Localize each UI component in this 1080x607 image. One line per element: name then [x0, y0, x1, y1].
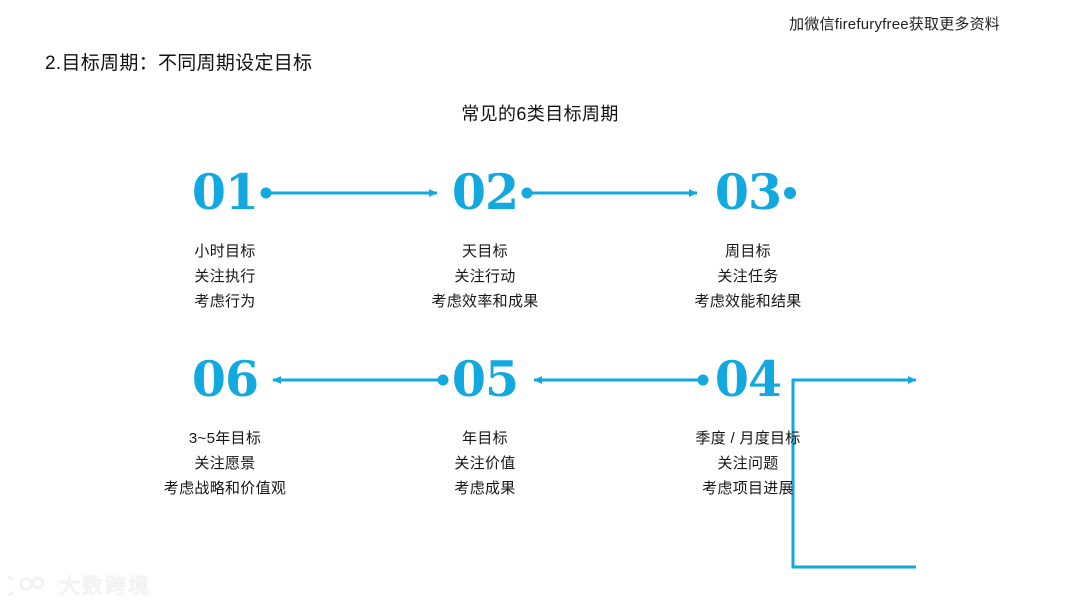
- step-03-line-3: 考虑效能和结果: [694, 293, 802, 310]
- step-03-description: 周目标 关注任务 考虑效能和结果: [618, 239, 878, 314]
- step-04-line-3: 考虑项目进展: [702, 480, 794, 497]
- step-06-number: 06: [191, 349, 259, 408]
- step-05-line-2: 关注价值: [454, 455, 516, 472]
- step-05-number: 05: [451, 349, 519, 408]
- step-01[interactable]: 01 小时目标 关注执行 考虑行为: [95, 167, 355, 314]
- page-title: 2.目标周期：不同周期设定目标: [45, 53, 313, 74]
- watermark-bottom-left: 大数跨境: [0, 573, 151, 599]
- page-subtitle: 常见的6类目标周期: [461, 104, 619, 124]
- step-02-line-1: 天目标: [462, 243, 508, 260]
- brand-logo-text: 大数跨境: [59, 574, 151, 598]
- step-02-description: 天目标 关注行动 考虑效率和成果: [355, 239, 615, 314]
- step-01-line-1: 小时目标: [194, 243, 256, 260]
- step-06-description: 3~5年目标 关注愿景 考虑战略和价值观: [95, 426, 355, 501]
- step-03-number: 03: [714, 162, 782, 221]
- step-01-line-2: 关注执行: [194, 268, 256, 285]
- step-06-line-2: 关注愿景: [194, 455, 256, 472]
- step-05-line-3: 考虑成果: [454, 480, 516, 497]
- step-04[interactable]: 04 季度 / 月度目标 关注问题 考虑项目进展: [618, 354, 878, 501]
- step-05[interactable]: 05 年目标 关注价值 考虑成果: [355, 354, 615, 501]
- step-04-line-1: 季度 / 月度目标: [695, 430, 801, 447]
- brand-logo-icon: [0, 573, 52, 599]
- step-02-line-2: 关注行动: [454, 268, 516, 285]
- step-06[interactable]: 06 3~5年目标 关注愿景 考虑战略和价值观: [95, 354, 355, 501]
- step-03-line-1: 周目标: [725, 243, 771, 260]
- step-01-number: 01: [191, 162, 259, 221]
- step-01-line-3: 考虑行为: [194, 293, 256, 310]
- step-05-line-1: 年目标: [462, 430, 508, 447]
- step-03-line-2: 关注任务: [717, 268, 779, 285]
- step-02-line-3: 考虑效率和成果: [431, 293, 539, 310]
- step-06-line-3: 考虑战略和价值观: [163, 480, 287, 497]
- step-04-line-2: 关注问题: [717, 455, 779, 472]
- step-01-description: 小时目标 关注执行 考虑行为: [95, 239, 355, 314]
- step-04-description: 季度 / 月度目标 关注问题 考虑项目进展: [618, 426, 878, 501]
- watermark-top-right: 加微信firefuryfree获取更多资料: [789, 16, 1000, 33]
- step-05-description: 年目标 关注价值 考虑成果: [355, 426, 615, 501]
- step-03[interactable]: 03 周目标 关注任务 考虑效能和结果: [618, 167, 878, 314]
- step-02-number: 02: [451, 162, 519, 221]
- step-06-line-1: 3~5年目标: [188, 430, 262, 447]
- step-02[interactable]: 02 天目标 关注行动 考虑效率和成果: [355, 167, 615, 314]
- step-04-number: 04: [714, 349, 782, 408]
